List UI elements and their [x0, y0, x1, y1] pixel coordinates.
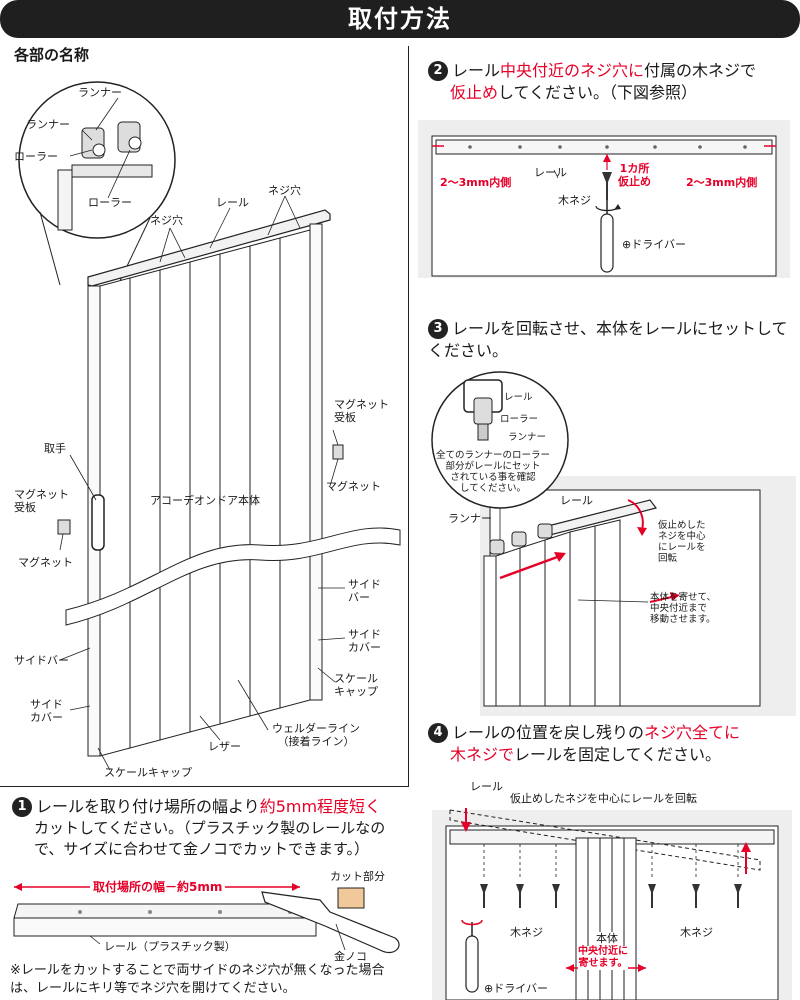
label-inset-runner: ランナー [508, 432, 547, 443]
cut-piece [337, 887, 365, 909]
label-runner-1: ランナー [78, 86, 122, 99]
label-screw-hole-2: ネジ穴 [268, 184, 301, 197]
label-screw-hole-1: ネジ穴 [150, 214, 183, 227]
label-magnet-right: マグネット [326, 480, 381, 493]
step4-screwdriver [465, 935, 479, 993]
label-magnet-plate-right: マグネット 受板 [334, 398, 389, 424]
rotate-note: 仮止めした ネジを中心 にレールを 回転 [658, 520, 706, 564]
label-saw: 金ノコ [334, 950, 367, 963]
label-step2-driver: ⊕ドライバー [622, 238, 686, 251]
label-step4-driver: ⊕ドライバー [484, 982, 548, 995]
handle-shape [91, 494, 105, 551]
page-title: 取付方法 [0, 0, 800, 38]
step1-dimension: 取付場所の幅－約5mm [90, 878, 226, 895]
label-cut-part: カット部分 [330, 870, 385, 883]
step3-diagram [431, 371, 796, 716]
rail-installed [435, 139, 773, 155]
label-body: アコーデオンドア本体 [150, 494, 260, 507]
screwdriver [600, 213, 614, 273]
label-temp-fix: 1カ所 仮止め [618, 162, 651, 188]
parts-heading: 各部の名称 [14, 46, 90, 64]
label-right-gap: 2～3mm内側 [686, 176, 758, 189]
label-side-cover-right: サイド カバー [348, 628, 381, 654]
label-handle: 取手 [44, 442, 66, 455]
inset-note: 全てのランナーのローラー 部分がレールにセット されている事を確認 してください… [436, 450, 551, 494]
column-divider [408, 46, 409, 786]
move-note: 本体を寄せて、 中央付近まで 移動させます。 [650, 592, 717, 625]
parts-diagram [18, 81, 401, 771]
step4-diagram [432, 808, 792, 1000]
label-side-bar-right: サイド バー [348, 578, 381, 604]
label-scale-cap-bottom: スケールキャップ [104, 766, 192, 779]
label-welder-line: ウェルダーライン （接着ライン） [272, 722, 360, 748]
label-step4-screw-right: 木ネジ [680, 926, 713, 939]
screws [480, 884, 742, 908]
hacksaw [261, 891, 400, 954]
label-step4-screw-left: 木ネジ [510, 926, 543, 939]
label-side-bar-left: サイドバー [14, 654, 69, 667]
step2-number: 2 [428, 61, 448, 81]
label-inset-roller: ローラー [500, 414, 539, 425]
label-step2-rail: レール [534, 166, 567, 179]
label-step4-body: 本体 [596, 932, 618, 945]
step1-diagram [13, 883, 400, 954]
label-scale-cap-right: スケール キャップ [334, 672, 378, 698]
label-rail: レール [216, 196, 249, 209]
step3-number: 3 [428, 319, 448, 339]
label-plastic-rail: レール（プラスチック製） [104, 940, 236, 953]
label-inset-rail: レール [504, 392, 533, 403]
label-leather: レザー [208, 740, 241, 753]
label-gather: 中央付近に 寄せます。 [578, 946, 628, 970]
label-step3-rail: レール [560, 494, 593, 507]
wood-screw [602, 172, 612, 200]
label-side-cover-left: サイド カバー [30, 698, 63, 724]
label-roller-1: ローラー [14, 150, 58, 163]
label-step4-rail: レール [470, 780, 503, 793]
label-runner-2: ランナー [26, 118, 70, 131]
label-step2-screw: 木ネジ [558, 194, 591, 207]
step4-number: 4 [428, 723, 448, 743]
label-magnet-plate-left: マグネット 受板 [14, 488, 69, 514]
step2-diagram [418, 120, 790, 278]
label-left-gap: 2～3mm内側 [440, 176, 512, 189]
step1-note: ※レールをカットすることで両サイドのネジ穴が無くなった場合は、レールにキリ等でネ… [10, 963, 385, 996]
label-magnet-left: マグネット [18, 556, 73, 569]
side-bar-right [309, 223, 323, 701]
door-body [99, 229, 311, 757]
label-step4-rotate: 仮止めしたネジを中心にレールを回転 [510, 792, 697, 805]
section-divider [0, 786, 409, 787]
label-step3-runner: ランナー [448, 512, 492, 525]
label-roller-2: ローラー [88, 196, 132, 209]
step1-number: 1 [12, 797, 32, 817]
break-wave [65, 527, 401, 626]
